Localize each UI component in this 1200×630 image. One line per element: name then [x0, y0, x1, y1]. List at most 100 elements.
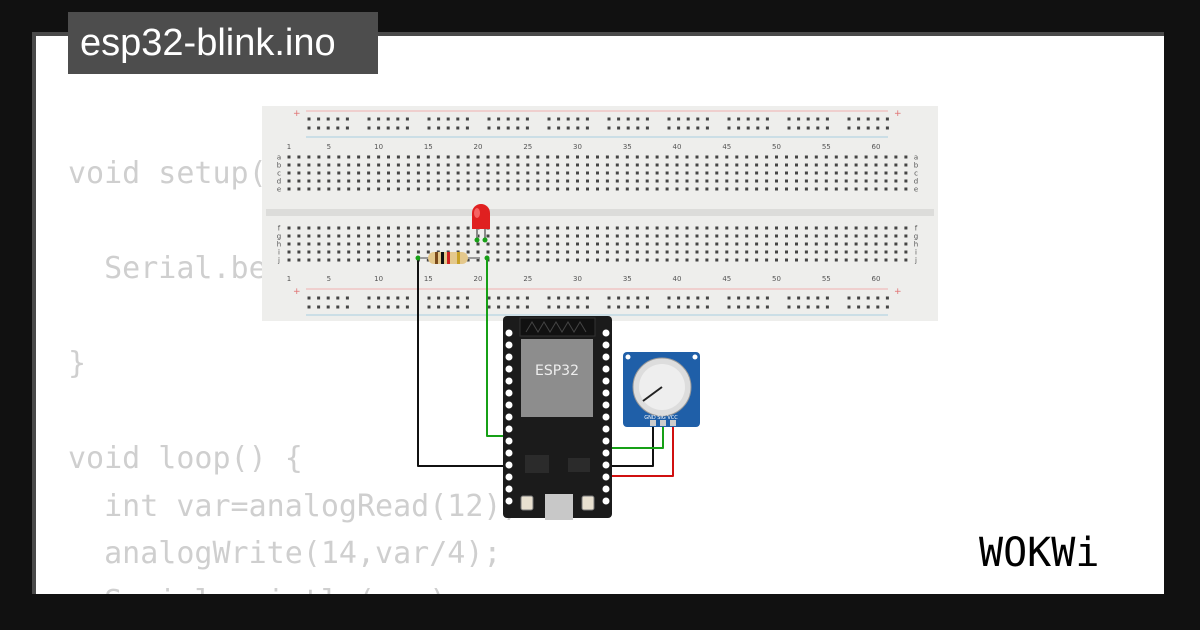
esp32-pin: [505, 377, 513, 385]
breadboard-hole: [825, 117, 829, 121]
breadboard-hole: [787, 126, 791, 130]
breadboard-hole: [725, 226, 729, 230]
breadboard-hole: [396, 117, 400, 121]
breadboard-hole: [636, 305, 640, 309]
breadboard-hole: [456, 179, 460, 183]
esp32-boot-button[interactable]: [520, 495, 534, 511]
breadboard-hole: [596, 155, 599, 159]
breadboard-hole: [525, 126, 529, 130]
breadboard-column-label: 35: [623, 143, 632, 151]
breadboard-hole: [677, 126, 681, 130]
breadboard-hole: [546, 187, 550, 191]
breadboard-hole: [695, 226, 699, 230]
breadboard-hole: [486, 155, 490, 159]
breadboard-hole: [695, 234, 699, 238]
breadboard-hole: [844, 155, 848, 159]
breadboard-hole: [834, 155, 838, 159]
esp32-regulator: [525, 455, 549, 473]
breadboard-hole: [317, 126, 321, 130]
breadboard-hole: [854, 258, 858, 262]
breadboard-hole: [824, 171, 828, 175]
breadboard-hole: [864, 258, 868, 262]
esp32-reset-button[interactable]: [581, 495, 595, 511]
breadboard-hole: [586, 226, 589, 230]
breadboard-column-label: 20: [474, 275, 483, 283]
breadboard-hole: [336, 117, 340, 121]
breadboard-hole: [695, 155, 699, 159]
breadboard-hole: [556, 234, 560, 238]
esp32-pin: [505, 461, 513, 469]
breadboard-hole: [426, 234, 430, 238]
breadboard-hole: [387, 258, 390, 262]
breadboard-hole: [446, 226, 450, 230]
breadboard-hole: [576, 226, 579, 230]
breadboard-hole: [864, 163, 868, 167]
breadboard-hole: [884, 234, 888, 238]
breadboard-hole: [516, 155, 520, 159]
breadboard-hole: [825, 305, 829, 309]
breadboard-hole: [655, 187, 659, 191]
breadboard-hole: [406, 155, 410, 159]
breadboard-hole: [367, 163, 371, 167]
breadboard-hole: [446, 117, 450, 121]
breadboard-hole: [576, 258, 579, 262]
breadboard-hole: [625, 226, 629, 230]
esp32-pin: [505, 449, 513, 457]
breadboard-hole: [345, 296, 349, 300]
breadboard-hole: [685, 187, 689, 191]
breadboard-hole: [556, 242, 560, 246]
pot-pin-labels: GND SIG VCC: [644, 415, 678, 421]
breadboard-row-label: f: [915, 225, 918, 233]
breadboard-hole: [705, 126, 709, 130]
breadboard-hole: [367, 234, 371, 238]
breadboard-hole: [864, 187, 868, 191]
resistor[interactable]: [420, 252, 480, 264]
breadboard-hole: [756, 296, 760, 300]
breadboard-hole: [765, 187, 769, 191]
breadboard-hole: [446, 187, 450, 191]
breadboard-hole: [367, 171, 371, 175]
breadboard-hole: [367, 126, 371, 130]
breadboard-hole: [727, 305, 731, 309]
breadboard-hole: [566, 171, 570, 175]
breadboard-hole: [557, 305, 561, 309]
breadboard-hole: [367, 242, 371, 246]
breadboard-hole: [756, 305, 760, 309]
breadboard-hole: [834, 187, 838, 191]
breadboard-hole: [715, 171, 719, 175]
breadboard-hole: [745, 187, 749, 191]
breadboard-hole: [775, 187, 778, 191]
breadboard-hole: [874, 234, 878, 238]
breadboard-hole: [546, 155, 550, 159]
breadboard-hole: [667, 296, 671, 300]
esp32-board[interactable]: ESP32: [503, 316, 612, 520]
breadboard-column-label: 45: [722, 275, 731, 283]
breadboard-hole: [546, 258, 550, 262]
breadboard-hole: [426, 171, 430, 175]
breadboard-hole: [904, 179, 908, 183]
breadboard-row-label: h: [277, 241, 281, 249]
breadboard-hole: [466, 163, 470, 167]
breadboard-hole: [516, 226, 520, 230]
breadboard-hole: [737, 126, 741, 130]
breadboard-hole: [715, 234, 719, 238]
breadboard-hole: [605, 179, 609, 183]
breadboard-hole: [705, 117, 709, 121]
breadboard-hole: [866, 126, 870, 130]
breadboard-hole: [737, 296, 741, 300]
potentiometer[interactable]: GND SIG VCC: [623, 352, 700, 427]
breadboard-hole: [347, 242, 351, 246]
breadboard-column-label: 10: [374, 275, 383, 283]
breadboard-hole: [665, 250, 669, 254]
breadboard-hole: [635, 179, 639, 183]
breadboard-hole: [337, 242, 341, 246]
esp32-pin: [505, 353, 513, 361]
led[interactable]: [472, 204, 490, 243]
breadboard-hole: [506, 258, 510, 262]
breadboard-hole: [347, 163, 351, 167]
breadboard-hole: [685, 258, 689, 262]
breadboard-hole: [626, 126, 630, 130]
breadboard-hole: [685, 155, 689, 159]
resistor-band: [435, 252, 438, 264]
breadboard-hole: [566, 250, 570, 254]
